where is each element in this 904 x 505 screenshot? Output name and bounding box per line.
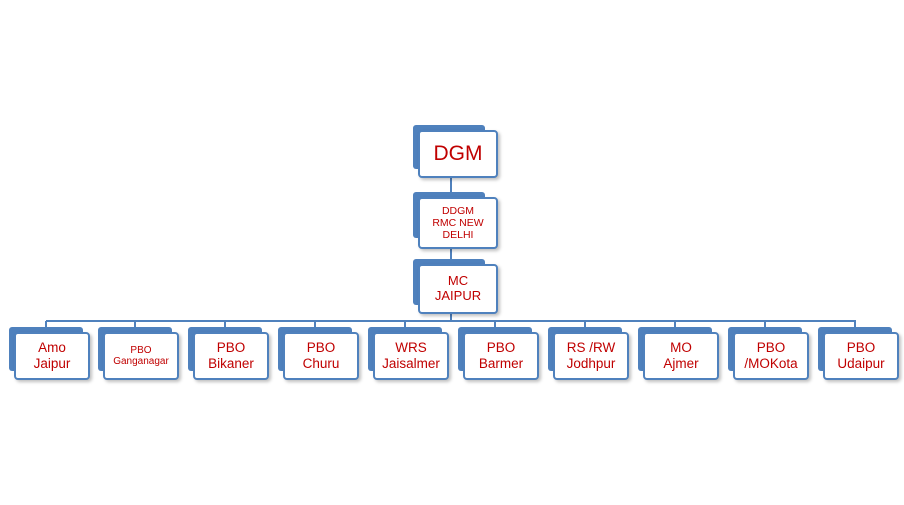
node-label: WRS Jaisalmer [382,340,440,371]
node-label: PBO Udaipur [837,340,885,371]
node-dgm-label: DGM [433,141,483,165]
node-label: PBO Churu [302,340,340,371]
connector-drops [45,321,856,328]
node-label: PBO Ganganagar [113,344,169,368]
node-label: PBO /MOKota [744,340,798,371]
node-label: PBO Bikaner [208,340,254,371]
node-label: MO Ajmer [663,340,699,371]
node-label: PBO Barmer [478,340,524,371]
node-ddgm-label: DDGM RMC NEW DELHI [432,204,484,242]
node-label: Amo Jaipur [33,340,71,371]
node-mc-label: MC JAIPUR [434,273,482,303]
node-label: RS /RW Jodhpur [566,340,616,371]
